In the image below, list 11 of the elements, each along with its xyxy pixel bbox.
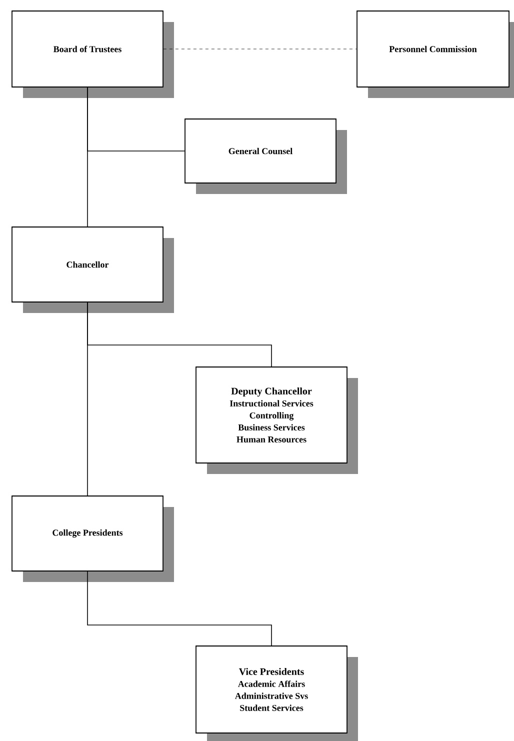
- connector-line: [87, 87, 88, 227]
- org-box: Personnel Commission: [356, 10, 514, 98]
- org-box: Chancellor: [12, 226, 174, 313]
- org-box: College Presidents: [12, 496, 174, 582]
- connector-line: [87, 571, 272, 646]
- org-box: Vice Presidents Academic Affairs Administrative Svs Student Services: [196, 646, 358, 741]
- org-box: Deputy Chancellor Instructional Services Controlling Business Services Human Resources: [196, 366, 358, 474]
- connector-line: [163, 48, 357, 50]
- org-box: Board of Trustees: [12, 10, 174, 98]
- connector-line: [87, 302, 88, 496]
- org-box: General Counsel: [184, 118, 347, 194]
